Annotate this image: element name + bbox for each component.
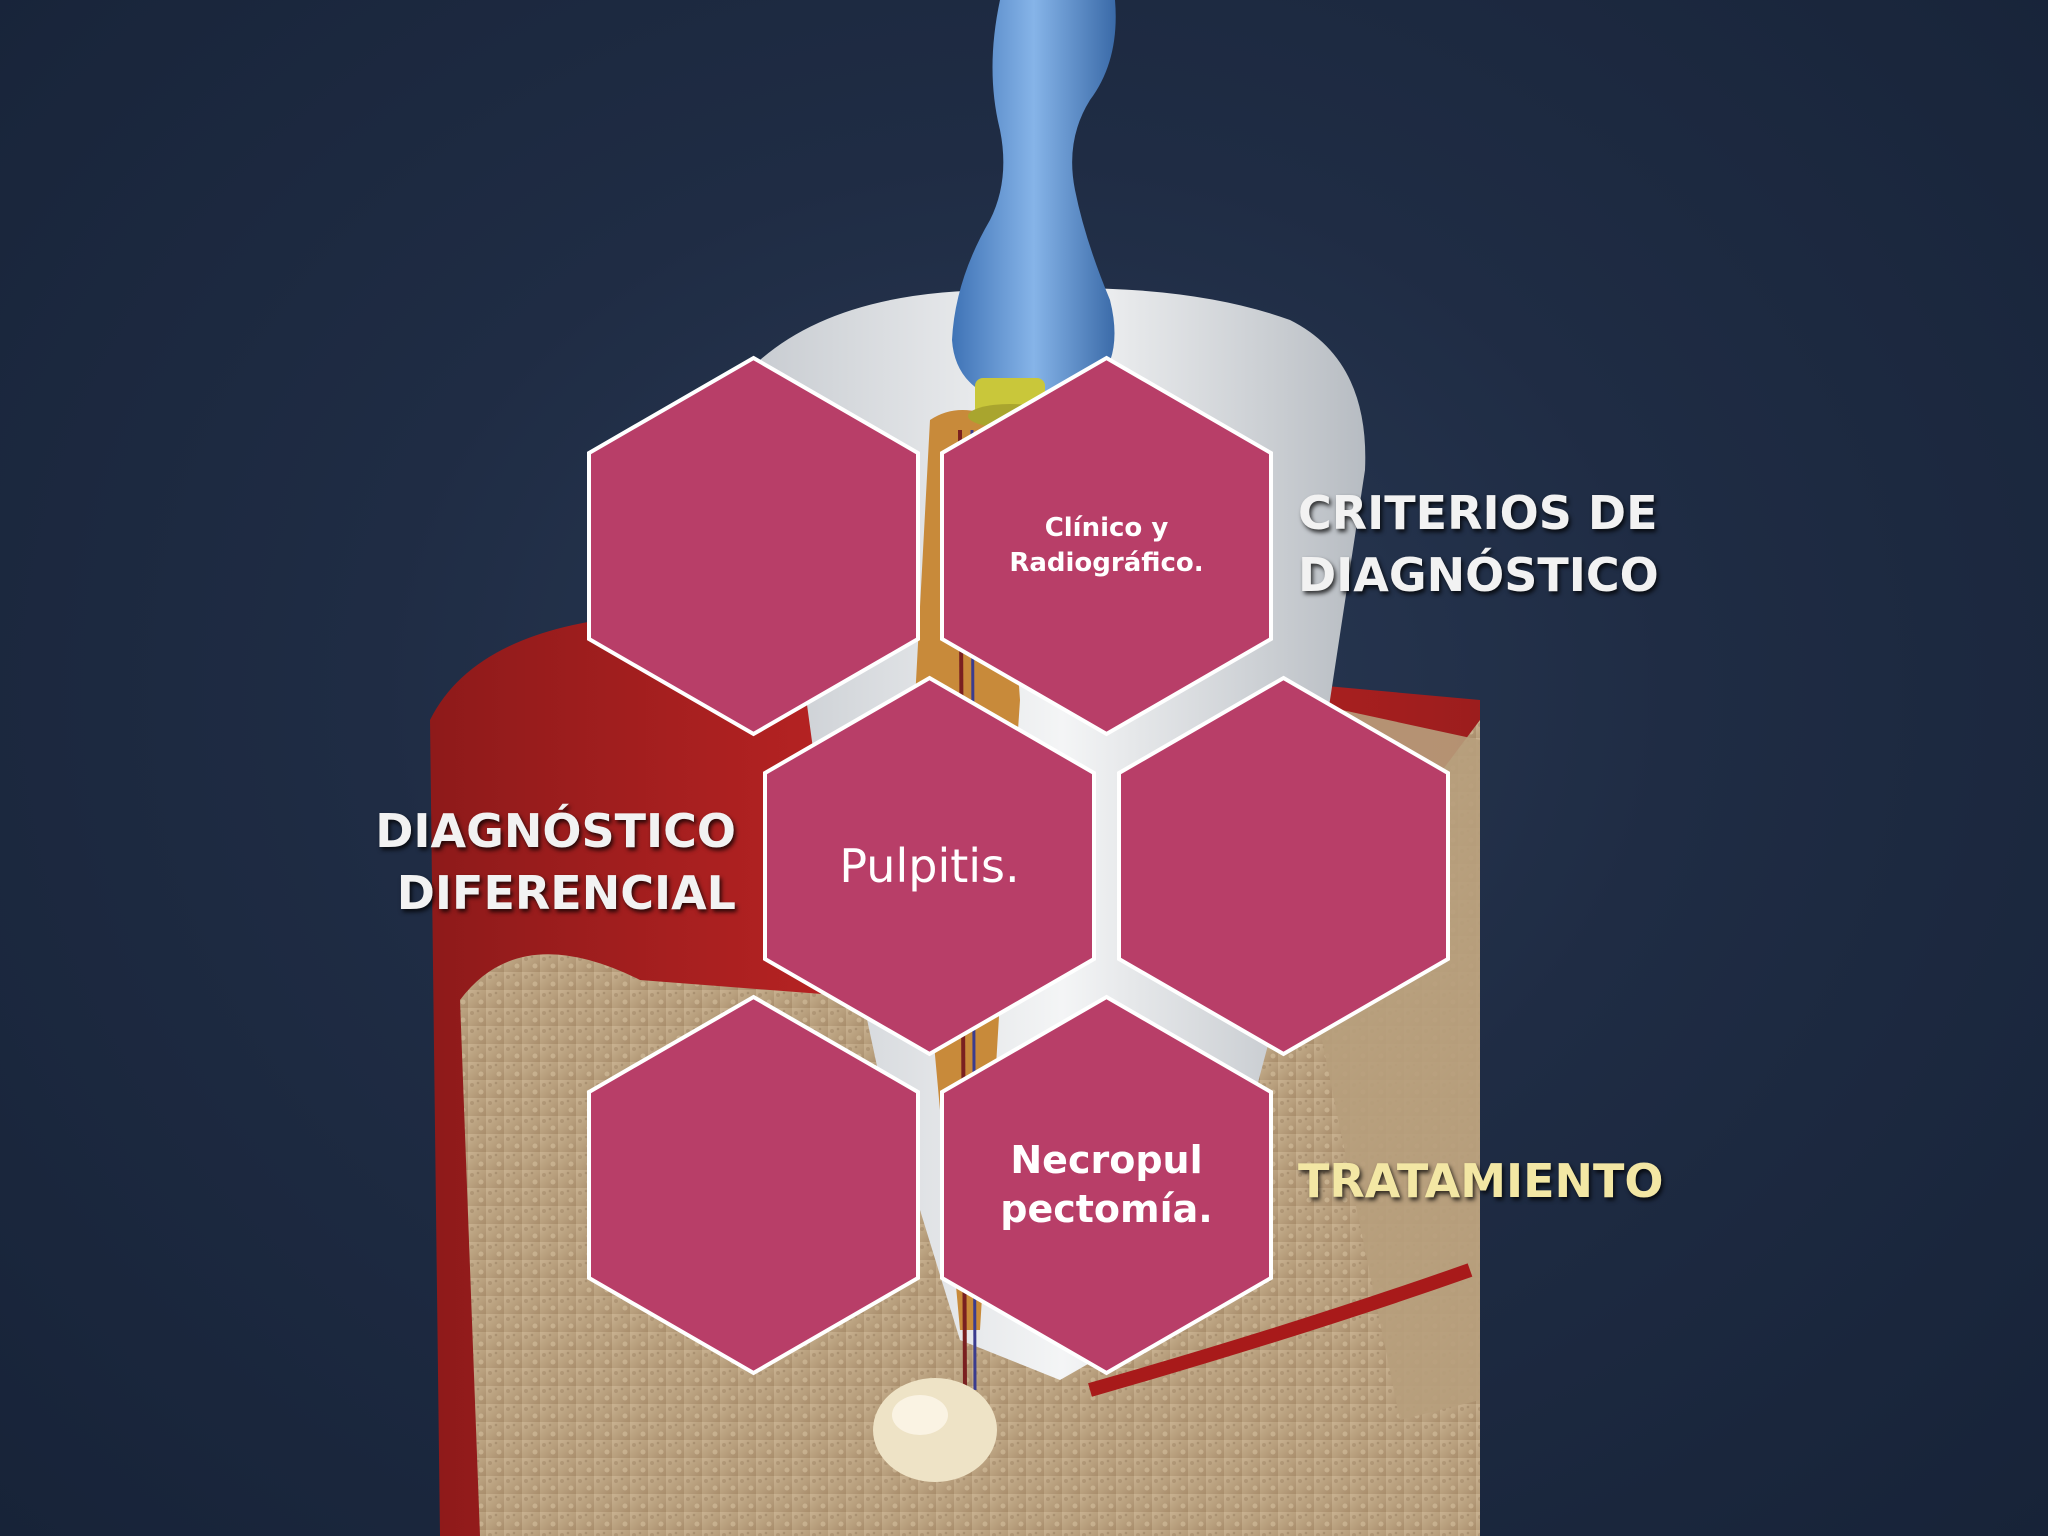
hexagon-center: Pulpitis. [763,675,1096,1057]
label-criterios-diagnostico: CRITERIOS DE DIAGNÓSTICO [1298,486,1659,603]
label-tratamiento: TRATAMIENTO [1298,1154,1664,1208]
hexagon-center-text: Pulpitis. [839,839,1020,893]
dental-instrument [952,0,1116,404]
hexagon-tratamiento-text: Necropul pectomía. [1000,1137,1213,1231]
hexagon-middle-right [1117,675,1450,1057]
label-diagnostico-diferencial: DIAGNÓSTICO DIFERENCIAL [375,804,736,921]
hexagon-bottom-left-text [627,995,880,1375]
hexagon-criterios-text: Clínico y Radiográfico. [1009,512,1204,578]
hexagon-criterios: Clínico y Radiográfico. [940,355,1273,737]
hexagon-tratamiento: Necropul pectomía. [940,994,1273,1376]
hexagon-bottom-left [587,994,920,1376]
hexagon-top-left [587,355,920,737]
